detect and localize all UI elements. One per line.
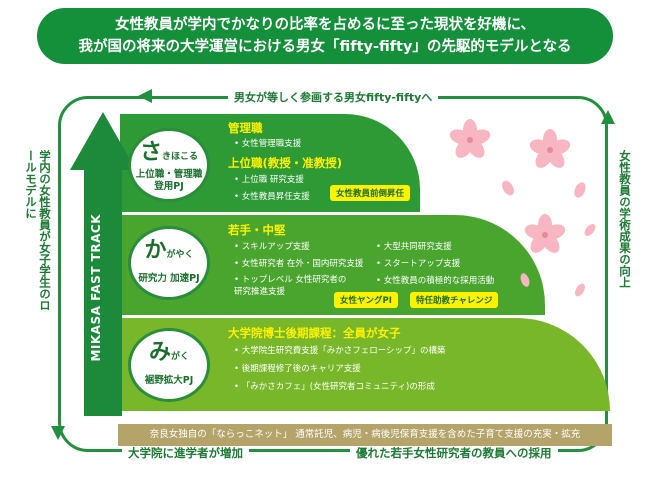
tier-ka-small: がやく xyxy=(166,250,194,260)
tier-ka-item: 大型共同研究支援 xyxy=(376,240,452,254)
tier-sa-badge: 女性教員前倒昇任 xyxy=(330,185,411,201)
tier-mi-item: 「みかさカフェ」(女性研究者コミュニティ)の形成 xyxy=(234,380,435,394)
childcare-support-bar: 奈良女独自の「ならっこネット」 通常託児、病児・病後児保育支援を含めた子育て支援… xyxy=(118,424,612,446)
tier-mi-item: 大学院生研究費支援「みかさフェローシップ」の構築 xyxy=(234,344,446,358)
tier-mi-heading: 大学院博士後期課程：全員が女子 xyxy=(228,326,401,340)
petal-icon xyxy=(520,273,530,287)
tier-mi-sub1: 裾野拡大PJ xyxy=(144,375,194,386)
tier-ka-item: 女性教員の積極的な採用活動 xyxy=(376,274,495,288)
tier-sa-heading-2: 上位職(教授・准教授) xyxy=(228,156,343,170)
tier-ka-item: スタートアップ支援 xyxy=(376,257,461,271)
tier-ka-heading: 若手・中堅 xyxy=(228,223,286,237)
tier-mi-small: がく xyxy=(171,352,190,362)
tier-sa-sub1: 上位職・管理職 xyxy=(135,169,203,180)
tier-sa-item: 女性管理職支援 xyxy=(234,137,302,151)
tier-sa-sub2: 登用PJ xyxy=(154,181,184,192)
tier-ka-badge-2: 特任助教チャレンジ xyxy=(410,292,499,308)
vision-banner: 女性教員が学内でかなりの比率を占めるに至った現状を好機に、 我が国の将来の大学運… xyxy=(37,8,613,64)
left-arrow-icon xyxy=(51,426,65,440)
fast-track-arrow xyxy=(84,166,122,416)
tier-sa-circle: さきほこる 上位職・管理職 登用PJ xyxy=(128,128,210,202)
right-arrow-icon xyxy=(601,110,615,124)
tier-mi-main: み xyxy=(148,340,171,365)
banner-line-2: 我が国の将来の大学運営における男女「fifty-fifty」の先駆的モデルとなる xyxy=(78,39,572,55)
bottom-right-cycle-label: 優れた若手女性研究者の教員への採用 xyxy=(350,445,558,461)
petal-icon xyxy=(502,180,514,196)
petal-icon xyxy=(574,182,586,198)
tier-sa-item: 上位職 研究支援 xyxy=(234,173,304,187)
cherry-blossom-icon xyxy=(449,119,491,158)
left-cycle-label: 学内の女性教員が女子学生のロールモデルに xyxy=(22,150,52,320)
top-cycle-label: 男女が等しく参画する男女fifty-fiftyへ xyxy=(228,89,439,105)
bottom-left-cycle-label: 大学院に進学者が増加 xyxy=(122,445,249,461)
tier-mi-circle: みがく 裾野拡大PJ xyxy=(128,328,210,402)
tier-sa-heading-1: 管理職 xyxy=(228,121,263,135)
fast-track-arrowhead xyxy=(70,112,136,170)
right-cycle-label: 女性教員の学術成果の向上 xyxy=(614,150,632,310)
tier-ka-item: トップレベル 女性研究者の研究推進支援 xyxy=(234,274,354,298)
tier-ka-main: か xyxy=(144,238,167,263)
fast-track-label: MIKASA FAST TRACK xyxy=(89,214,103,362)
tier-ka-item: 女性研究者 在外・国内研究支援 xyxy=(234,257,364,271)
petal-icon xyxy=(575,283,585,297)
banner-line-1: 女性教員が学内でかなりの比率を占めるに至った現状を好機に、 xyxy=(114,17,536,33)
tier-sa-small: きほこる xyxy=(162,152,199,162)
cherry-blossom-decoration xyxy=(449,119,596,297)
petal-icon xyxy=(584,224,596,236)
tier-ka-item: スキルアップ支援 xyxy=(234,240,310,254)
tier-sa-item: 女性教員昇任支援 xyxy=(234,190,310,204)
top-arrow-icon xyxy=(138,89,152,103)
tier-ka-circle: かがやく 研究力 加速PJ xyxy=(128,226,210,300)
tier-ka-badge-1: 女性ヤングPI xyxy=(334,292,398,308)
cherry-blossom-icon xyxy=(529,129,571,168)
tier-mi-item: 後期課程修了後のキャリア支援 xyxy=(234,362,361,376)
cherry-blossom-icon xyxy=(524,214,566,253)
tier-ka-sub1: 研究力 加速PJ xyxy=(138,273,200,284)
tier-sa-main: さ xyxy=(139,140,162,165)
